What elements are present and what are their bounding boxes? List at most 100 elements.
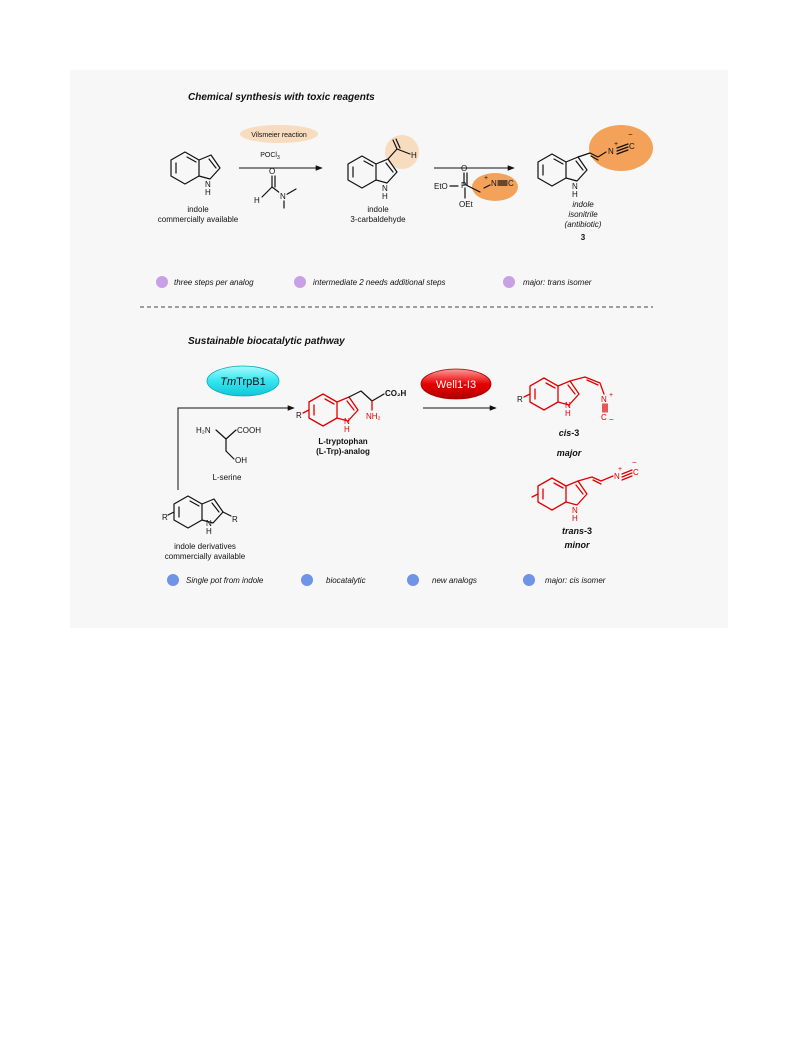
svg-text:R: R xyxy=(296,411,302,420)
aldehyde-label-2: 3-carbaldehyde xyxy=(350,215,406,224)
svg-text:N: N xyxy=(614,472,620,481)
svg-text:NH₂: NH₂ xyxy=(366,412,381,421)
indole-structure: N H xyxy=(170,151,221,197)
enzyme-tmtrpb1-pill xyxy=(206,365,280,397)
svg-text:H: H xyxy=(411,151,417,160)
isocyanide-highlight xyxy=(472,173,518,201)
indole-3-carbaldehyde-structure: H N H xyxy=(347,138,417,201)
svg-text:N: N xyxy=(601,395,607,404)
svg-text:O: O xyxy=(461,164,467,173)
svg-text:N: N xyxy=(205,180,211,189)
vilsmeier-pill xyxy=(240,125,318,143)
svg-text:N: N xyxy=(206,519,212,528)
trp-label-2: (L-Trp)-analog xyxy=(316,447,370,456)
aldehyde-label-1: indole xyxy=(367,205,389,214)
bottom-bullet-3: new analogs xyxy=(432,576,477,585)
product-number: 3 xyxy=(581,233,586,242)
pocl3-label: POCl3 xyxy=(260,152,280,161)
top-bullet-dot-2 xyxy=(294,276,306,288)
svg-text:N: N xyxy=(280,192,286,201)
top-bullet-1: three steps per analog xyxy=(174,278,254,287)
indole-derivatives-label-2: commercially available xyxy=(165,552,246,561)
svg-text:COOH: COOH xyxy=(237,426,261,435)
top-bullet-dot-3 xyxy=(503,276,515,288)
trans-3-note: minor xyxy=(564,540,589,550)
svg-text:+: + xyxy=(618,466,622,473)
svg-text:R: R xyxy=(232,515,238,524)
arrow-biocatalysis-1 xyxy=(177,405,295,490)
cis-isonitrile-structure: R N + C − N H xyxy=(517,376,614,424)
svg-text:C: C xyxy=(633,468,639,477)
svg-text:H: H xyxy=(382,192,388,201)
enzyme-tmtrpb1-label: TmTrpB1 xyxy=(220,376,265,388)
tryptophan-analog-structure: R CO₂H NH₂ N H xyxy=(296,389,407,434)
indole-derivatives-label-1: indole derivatives xyxy=(174,542,236,551)
svg-text:H: H xyxy=(254,196,260,205)
svg-text:N: N xyxy=(572,506,578,515)
aldehyde-highlight xyxy=(385,135,419,169)
enzyme-well1-i3-label: Well1-I3 xyxy=(436,379,476,391)
svg-text:EtO: EtO xyxy=(434,182,448,191)
svg-text:N: N xyxy=(572,182,578,191)
serine-structure: H₂N COOH OH xyxy=(196,426,261,465)
svg-text:H: H xyxy=(572,190,578,199)
bottom-bullet-4: major: cis isomer xyxy=(545,576,606,585)
serine-label: L-serine xyxy=(213,473,242,482)
svg-text:OH: OH xyxy=(235,456,247,465)
svg-text:P: P xyxy=(461,181,466,190)
bottom-heading: Sustainable biocatalytic pathway xyxy=(188,336,345,347)
indole-label-2: commercially available xyxy=(158,215,239,224)
svg-text:+: + xyxy=(614,141,618,148)
svg-text:−: − xyxy=(609,415,614,424)
svg-text:N: N xyxy=(565,401,571,410)
svg-text:OEt: OEt xyxy=(459,200,474,209)
bottom-bullet-dot-3 xyxy=(407,574,419,586)
svg-text:+: + xyxy=(609,392,613,399)
product-label-3: (antibiotic) xyxy=(565,220,602,229)
svg-text:N: N xyxy=(344,417,350,426)
indole-isonitrile-structure: N + C − N H xyxy=(537,130,635,199)
svg-text:R: R xyxy=(162,513,168,522)
dmf-structure: O H N N xyxy=(254,167,297,209)
product-label-1: indole xyxy=(572,200,594,209)
svg-text:R: R xyxy=(517,395,523,404)
cis-3-label: cis-3 xyxy=(559,428,580,438)
phosphonate-reagent-structure: O P EtO OEt + N C xyxy=(434,164,514,209)
product-isonitrile-highlight xyxy=(589,125,653,171)
svg-text:+: + xyxy=(484,175,488,182)
bottom-bullet-dot-2 xyxy=(301,574,313,586)
trans-isonitrile-structure: N + C − N H xyxy=(531,458,639,523)
svg-text:C: C xyxy=(601,413,607,422)
product-label-2: isonitrile xyxy=(568,210,598,219)
top-bullet-2: intermediate 2 needs additional steps xyxy=(313,278,446,287)
svg-text:CO₂H: CO₂H xyxy=(385,389,407,398)
bottom-bullet-dot-4 xyxy=(523,574,535,586)
trp-label-1: L-tryptophan xyxy=(318,437,367,446)
svg-text:H: H xyxy=(206,527,212,536)
svg-text:N: N xyxy=(280,192,286,201)
svg-text:N: N xyxy=(608,147,614,156)
bottom-bullet-1: Single pot from indole xyxy=(186,576,264,585)
vilsmeier-label: Vilsmeier reaction xyxy=(251,132,307,139)
top-bullet-dot-1 xyxy=(156,276,168,288)
svg-text:H: H xyxy=(344,425,350,434)
enzyme-well1-i3-pill xyxy=(420,368,492,400)
svg-text:N: N xyxy=(491,179,497,188)
indole-derivative-structure: R R N H xyxy=(162,495,238,536)
svg-text:H: H xyxy=(565,409,571,418)
indole-label-1: indole xyxy=(187,205,209,214)
svg-text:−: − xyxy=(632,458,637,467)
svg-text:H: H xyxy=(572,514,578,523)
svg-text:H₂N: H₂N xyxy=(196,426,211,435)
svg-text:C: C xyxy=(629,142,635,151)
bottom-bullet-2: biocatalytic xyxy=(326,576,366,585)
svg-text:O: O xyxy=(269,167,275,176)
svg-text:N: N xyxy=(382,184,388,193)
trans-3-label: trans-3 xyxy=(562,526,592,536)
bottom-bullet-dot-1 xyxy=(167,574,179,586)
top-heading: Chemical synthesis with toxic reagents xyxy=(188,92,375,103)
svg-text:H: H xyxy=(205,188,211,197)
svg-text:−: − xyxy=(628,130,633,139)
cis-3-note: major xyxy=(557,448,582,458)
